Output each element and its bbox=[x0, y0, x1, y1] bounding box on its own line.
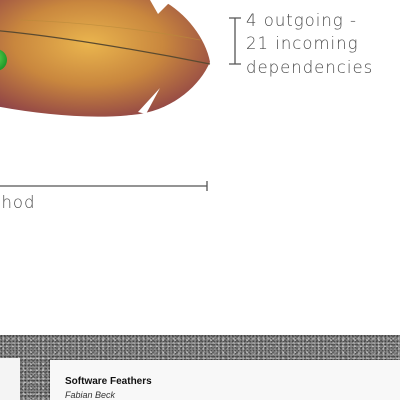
info-card: Software Feathers Fabian Beck bbox=[50, 360, 400, 400]
feather-notch-top bbox=[150, 0, 172, 14]
adjacent-card-edge bbox=[0, 358, 20, 400]
card-title: Software Feathers bbox=[65, 376, 152, 387]
feather-illustration bbox=[0, 0, 241, 191]
method-axis-line bbox=[0, 181, 208, 191]
method-axis-label: thod bbox=[0, 193, 36, 212]
annotation-incoming-text: 21 incoming bbox=[246, 34, 359, 53]
card-author: Fabian Beck bbox=[65, 390, 116, 400]
annotation-dependencies-text: dependencies bbox=[246, 58, 374, 77]
feather-vane bbox=[0, 0, 210, 117]
dependency-node bbox=[0, 49, 7, 71]
feather-notch-bottom bbox=[138, 88, 160, 114]
poster-photo: 4 outgoing - 21 incoming dependencies th… bbox=[0, 0, 374, 212]
feather-upper-line bbox=[19, 19, 201, 41]
annotation-outgoing-text: 4 outgoing - bbox=[246, 11, 357, 30]
annotation-bracket bbox=[229, 17, 241, 65]
feather-shaft bbox=[0, 30, 211, 65]
